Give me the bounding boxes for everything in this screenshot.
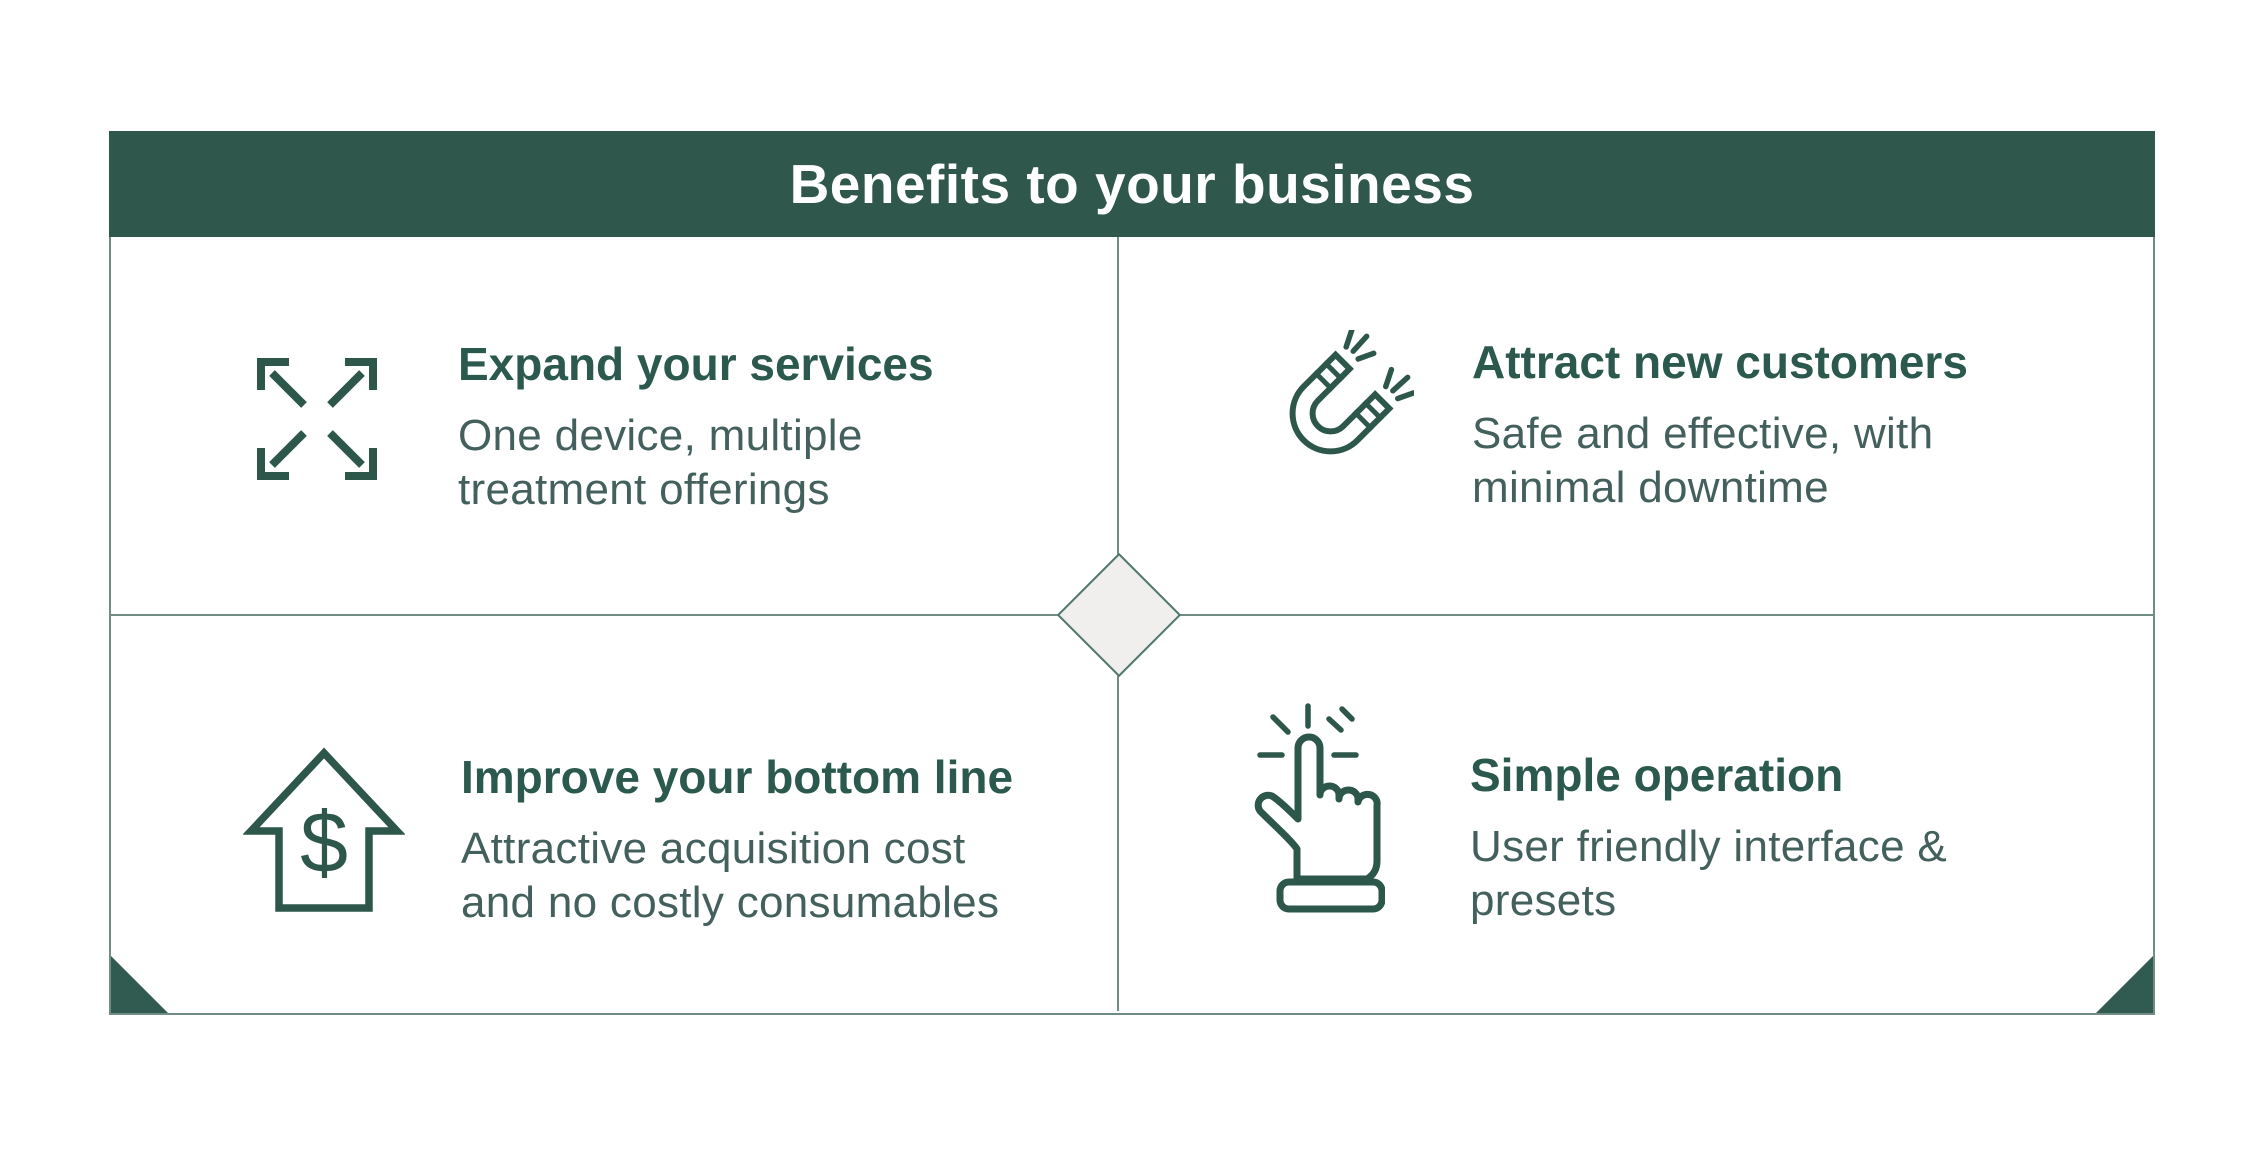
- slide-header: Benefits to your business: [109, 131, 2155, 237]
- slide-title: Benefits to your business: [789, 153, 1475, 215]
- benefit-description: One device, multiple treatment offerings: [458, 411, 863, 514]
- dollar-sign: $: [300, 795, 348, 891]
- benefit-description: Attractive acquisition cost and no costl…: [461, 824, 1000, 927]
- benefit-title: Improve your bottom line: [461, 751, 1014, 803]
- pointer-click-icon: [1254, 703, 1385, 913]
- benefit-text-block: Expand your services One device, multipl…: [458, 336, 1058, 517]
- benefit-card-attract: Attract new customers Safe and effective…: [1117, 237, 2155, 615]
- benefit-description: User friendly interface & presets: [1470, 822, 1948, 925]
- benefit-title: Expand your services: [458, 338, 934, 390]
- expand-arrows-icon: [257, 358, 377, 480]
- benefit-text-block: Improve your bottom line Attractive acqu…: [461, 749, 1061, 930]
- benefit-card-expand: Expand your services One device, multipl…: [109, 237, 1117, 615]
- benefits-grid: [109, 237, 2155, 1015]
- magnet-icon: [1289, 330, 1414, 455]
- benefit-card-simple: Simple operation User friendly interface…: [1117, 615, 2155, 1015]
- benefit-text-block: Attract new customers Safe and effective…: [1472, 334, 2072, 515]
- money-growth-icon: $: [243, 747, 405, 912]
- benefit-title: Attract new customers: [1472, 336, 1968, 388]
- benefit-description: Safe and effective, with minimal downtim…: [1472, 409, 1934, 512]
- benefit-card-improve: $ Improve your bottom line Attractive ac…: [109, 615, 1117, 1015]
- benefit-title: Simple operation: [1470, 749, 1844, 801]
- benefit-text-block: Simple operation User friendly interface…: [1470, 747, 2070, 928]
